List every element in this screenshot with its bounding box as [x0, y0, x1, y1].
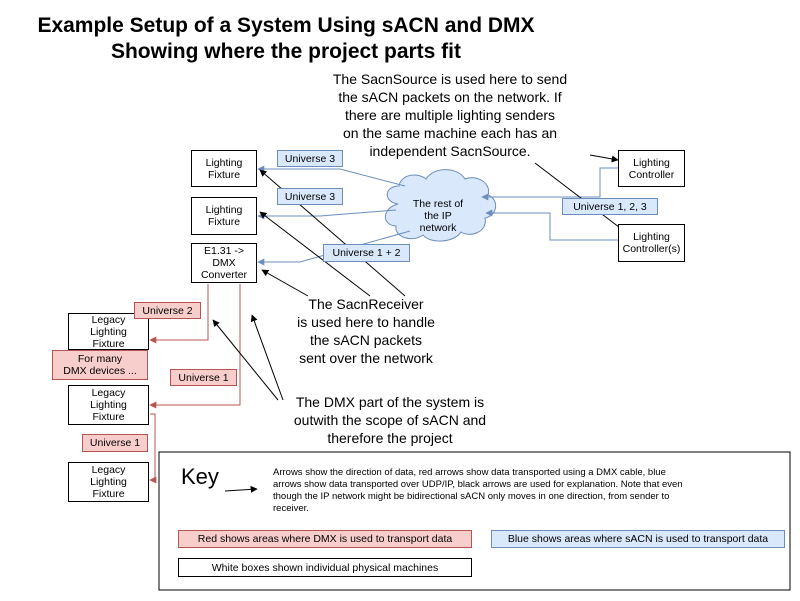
sacn-receiver-note: The SacnReceiver is used here to handle … [297, 296, 435, 366]
key-blue: Blue shows areas where sACN is used to t… [491, 530, 785, 548]
arrow-dmx-note-a [212, 319, 279, 401]
key-red: Red shows areas where DMX is used to tra… [178, 530, 472, 548]
arrow-controller2-to-cloud [485, 209, 618, 241]
sacn-source-note: The SacnSource is used here to send the … [332, 71, 568, 159]
many-dmx-devices-label: For many DMX devices ... [52, 350, 148, 380]
key-panel [158, 451, 791, 591]
ip-network-label: The rest of the IP network [412, 198, 464, 234]
arrow-cloud-to-fixture1 [257, 165, 406, 187]
dmx-scope-note: The DMX part of the system is outwith th… [293, 394, 487, 446]
ip-network-cloud [384, 169, 496, 242]
key-white: White boxes shown individual physical ma… [178, 558, 472, 577]
universe-1-2-3-label: Universe 1, 2, 3 [562, 198, 658, 215]
legacy-fixture-1: Legacy Lighting Fixture [68, 313, 149, 350]
legacy-fixture-3: Legacy Lighting Fixture [68, 462, 149, 502]
lighting-fixture-1: Lighting Fixture [191, 150, 257, 187]
arrow-cloud-to-fixture2 [257, 209, 397, 220]
arrow-cloud-to-converter [257, 230, 411, 266]
universe-1-2-label: Universe 1 + 2 [323, 244, 410, 262]
title-line-2: Showing where the project parts fit [110, 40, 462, 63]
lighting-controllers: Lighting Controller(s) [618, 224, 685, 262]
arrow-receiver-to-fixture2 [259, 211, 371, 297]
lighting-controller: Lighting Controller [618, 150, 685, 187]
lighting-fixture-2: Lighting Fixture [191, 197, 257, 235]
arrow-converter-to-legacy1 [149, 284, 209, 344]
key-arrow [224, 485, 258, 493]
arrow-legacy2-to-legacy3 [149, 413, 157, 484]
dmx-converter: E1.31 -> DMX Converter [191, 243, 257, 283]
key-title: Key [181, 464, 219, 489]
arrow-controller1-to-cloud [481, 167, 618, 201]
arrow-note-to-controller1 [589, 154, 619, 163]
key-description: Arrows show the direction of data, red a… [273, 467, 683, 514]
arrow-converter-to-legacy2 [149, 284, 241, 409]
universe-3-label-a: Universe 3 [277, 150, 343, 167]
arrow-receiver-to-converter [261, 269, 309, 297]
universe-1-label-a: Universe 1 [170, 369, 237, 386]
universe-2-label: Universe 2 [134, 302, 201, 319]
title-line-1: Example Setup of a System Using sACN and… [37, 14, 535, 37]
legacy-fixture-2: Legacy Lighting Fixture [68, 385, 149, 425]
universe-1-label-b: Universe 1 [82, 434, 148, 452]
universe-3-label-b: Universe 3 [277, 188, 343, 205]
arrow-dmx-note-b [250, 314, 284, 401]
